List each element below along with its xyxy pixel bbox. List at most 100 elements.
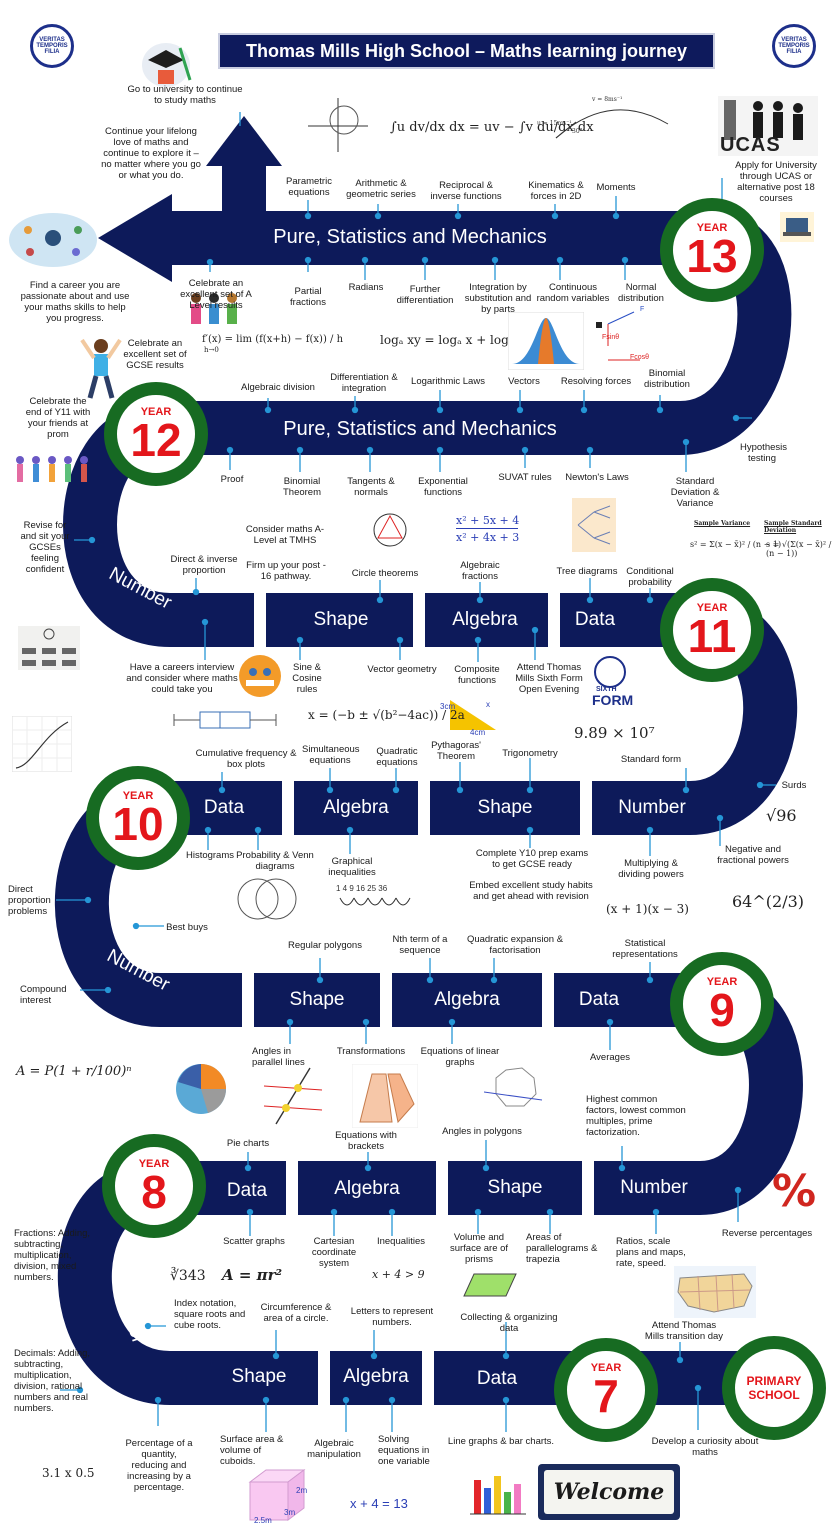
band-number-y10: Number: [618, 797, 686, 818]
tree-diagram: [572, 498, 616, 552]
label-integration: Integration by substitution and by parts: [464, 282, 532, 315]
label-binomial-theorem: Binomial Theorem: [282, 476, 321, 498]
band-psm-y12: Pure, Statistics and Mechanics: [283, 418, 557, 440]
label-vector-geometry: Vector geometry: [367, 664, 437, 675]
label-algebraic-fractions: Algebraic fractions: [460, 560, 500, 582]
percent-symbol: %: [772, 1166, 817, 1217]
label-parallel-angles: Angles in parallel lines: [252, 1046, 305, 1068]
label-composite: Composite functions: [454, 664, 500, 686]
expanding-brackets: (x + 1)(x − 3): [606, 902, 689, 916]
year-number: 9: [709, 984, 735, 1036]
label-study-habits: Embed excellent study habits and get ahe…: [469, 880, 593, 902]
label-nth-term: Nth term of a sequence: [392, 934, 448, 956]
label-reverse-percentages: Reverse percentages: [721, 1228, 813, 1239]
celebrating-person: [80, 338, 122, 399]
band-data-y10: Data: [203, 797, 245, 818]
label-percentage: Percentage of a quantity, reducing and i…: [125, 1438, 193, 1493]
arrow-left: [98, 194, 172, 282]
cuboid-side-a: 2m: [296, 1486, 308, 1495]
year-number: 7: [593, 1370, 619, 1422]
band-algebra-y11: Algebra: [452, 609, 518, 630]
label-sine-cosine: Sine & Cosine rules: [292, 662, 322, 695]
label-suvat: SUVAT rules: [498, 472, 552, 483]
velocity-label: v = 8ms⁻¹: [592, 96, 623, 103]
transformation-shapes: [352, 1064, 418, 1128]
label-linear-graphs: Equations of linear graphs: [420, 1046, 500, 1068]
label-celebrate-y11: Celebrate the end of Y11 with your frien…: [25, 396, 91, 440]
band-shape-y9: Shape: [289, 989, 345, 1010]
year-number: 11: [687, 610, 737, 662]
label-cumulative: Cumulative frequency & box plots: [195, 748, 297, 770]
laptop-icon: [780, 212, 814, 242]
box-plot: [173, 711, 277, 729]
band-shape-y7: Shape: [231, 1366, 287, 1387]
label-tangents: Tangents & normals: [347, 476, 395, 498]
year-10-badge: YEAR 10: [86, 766, 190, 870]
graduation-icon: [142, 43, 192, 87]
sequence-numbers: 1 4 9 16 25 36: [336, 884, 388, 893]
label-arith-series: Arithmetic & geometric series: [346, 178, 416, 200]
label-continuous: Continuous random variables: [536, 282, 610, 304]
label-lifelong: Continue your lifelong love of maths and…: [101, 126, 201, 181]
label-circumference: Circumference & area of a circle.: [260, 1302, 332, 1324]
projectile-diagram: [555, 109, 669, 139]
label-best-buys: Best buys: [166, 922, 208, 933]
venn-diagram: [237, 878, 297, 920]
year-number: 10: [112, 798, 164, 850]
label-areas: Areas of parallelograms & trapezia: [526, 1232, 598, 1265]
cube-root: ∛343: [170, 1268, 206, 1284]
label-direct-inverse: Direct & inverse proportion: [170, 554, 238, 576]
label-histograms: Histograms: [185, 850, 235, 861]
year-7-badge: YEAR 7: [554, 1338, 658, 1442]
sixth-form-crest: [594, 656, 626, 688]
label-volume-prisms: Volume and surface are of prisms: [449, 1232, 509, 1265]
unit-circle-graph: [308, 98, 368, 152]
integration-by-parts: ∫u dv/dx dx = uv − ∫v du/dx dx: [390, 120, 594, 135]
band-shape-y10: Shape: [477, 797, 533, 818]
welcome-text: Welcome: [544, 1470, 674, 1514]
pie-chart: [176, 1064, 226, 1114]
label-log-laws: Logarithmic Laws: [411, 376, 485, 387]
force-label: F: [640, 306, 645, 313]
careers-interview-icon: [239, 655, 281, 697]
year-number: 13: [686, 230, 738, 282]
label-y10-prep: Complete Y10 prep exams to get GCSE read…: [475, 848, 589, 870]
career-icons: [9, 213, 97, 267]
page-title: Thomas Mills High School – Maths learnin…: [218, 33, 715, 69]
sixth-form-label-1: SIXTH: [596, 686, 617, 693]
label-tree-diagrams: Tree diagrams: [556, 566, 618, 577]
cumulative-curve-graph: [12, 716, 72, 772]
sample-variance-heading: Sample Variance: [694, 520, 751, 527]
label-trigonometry: Trigonometry: [502, 748, 558, 759]
cuboid-side-c: 2.5m: [254, 1516, 272, 1525]
label-graphical-inequalities: Graphical inequalities: [328, 856, 376, 878]
label-ratios: Ratios, scale plans and maps, rate, spee…: [616, 1236, 686, 1269]
year-label: YEAR: [590, 1362, 622, 1374]
triangle-side-b: 4cm: [470, 728, 486, 737]
usa-map: [674, 1266, 756, 1318]
crest-text: VERITAS TEMPORIS FILIA: [778, 37, 810, 55]
label-circle-theorems: Circle theorems: [351, 568, 419, 579]
label-quadratic-eq: Quadratic equations: [376, 746, 418, 768]
ucas-logo: UCAS: [720, 134, 781, 156]
sample-variance-formula: s² = Σ(x − x̄)² / (n − 1): [690, 540, 782, 549]
standard-form-example: 9.89 × 10⁷: [574, 724, 655, 742]
label-exponential: Exponential functions: [418, 476, 468, 498]
label-letters: Letters to represent numbers.: [350, 1306, 434, 1328]
label-angles-polygons: Angles in polygons: [442, 1126, 522, 1137]
label-venn: Probability & Venn diagrams: [236, 850, 314, 872]
band-algebra-y7: Algebra: [343, 1366, 409, 1387]
label-statistical-rep: Statistical representations: [612, 938, 678, 960]
label-diff-int: Differentiation & integration: [330, 372, 398, 394]
label-pythagoras: Pythagoras' Theorem: [431, 740, 481, 762]
inequality-example: x + 4 > 9: [372, 1268, 425, 1281]
fractional-power: 64^(2/3): [732, 892, 804, 911]
label-algebraic-division: Algebraic division: [241, 382, 315, 393]
algebraic-fraction-num: x² + 5x + 4: [456, 514, 520, 527]
algebraic-fraction-den: x² + 4x + 3: [456, 531, 520, 544]
label-surface-cuboids: Surface area & volume of cuboids.: [220, 1434, 284, 1467]
triangle-side-c: x: [486, 700, 490, 709]
year-9-badge: YEAR 9: [670, 952, 774, 1056]
label-university: Go to university to continue to study ma…: [127, 84, 243, 106]
sixth-form-label-2: FORM: [592, 692, 634, 708]
